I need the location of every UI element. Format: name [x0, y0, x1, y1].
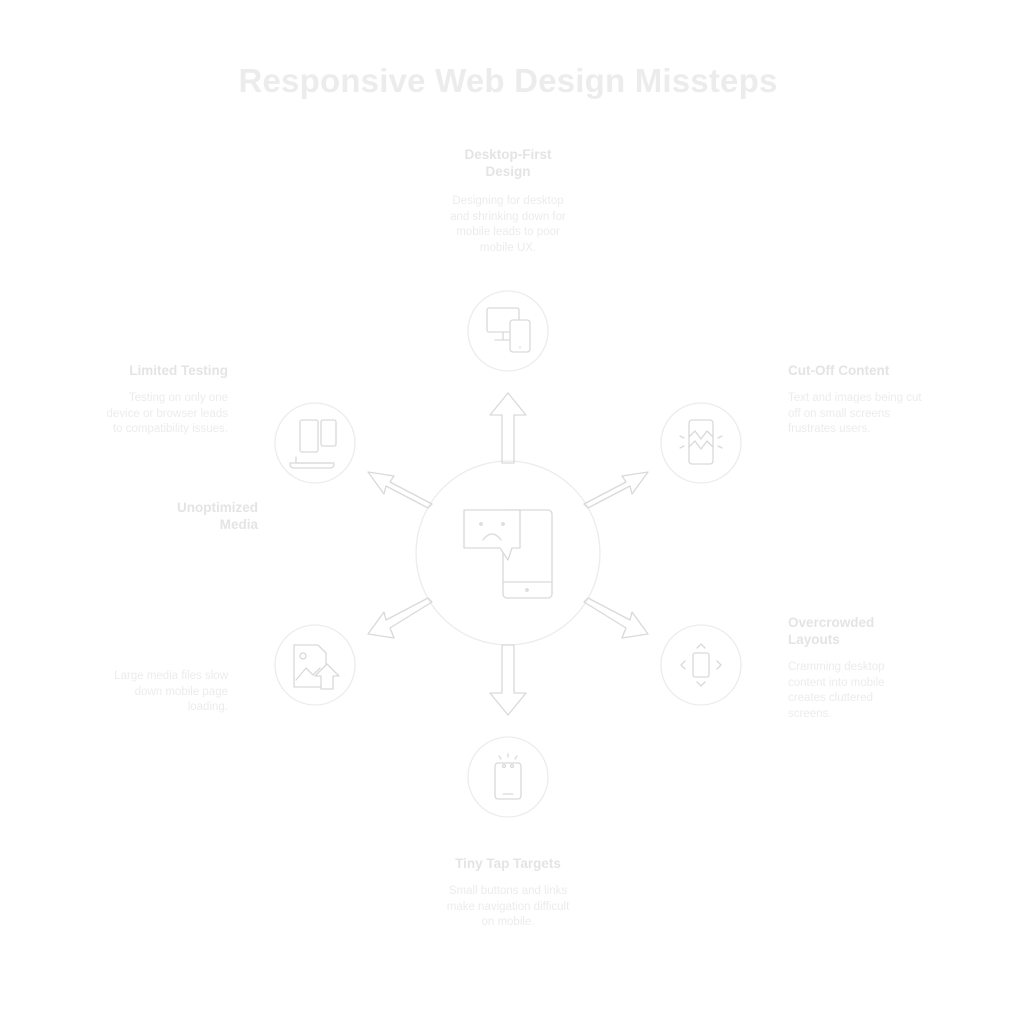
node-desktop-first: Desktop-First Design Designing for deskt…	[438, 146, 578, 256]
arrow-upper-right	[583, 471, 649, 509]
node-description: Large media files slow down mobile page …	[114, 670, 228, 713]
node-circle-unoptimized-media	[274, 624, 356, 706]
node-cut-off-content: Cut-Off Content Text and images being cu…	[788, 362, 928, 438]
node-heading: Overcrowded Layouts	[788, 615, 875, 647]
broken-phone-icon	[679, 419, 723, 465]
node-limited-testing: Limited Testing Testing on only one devi…	[96, 362, 228, 438]
arrow-up	[489, 392, 527, 464]
arrow-upper-left	[367, 471, 433, 509]
page-title: Responsive Web Design Missteps	[238, 62, 778, 99]
desktop-and-phone-icon	[486, 307, 531, 353]
node-heading: Desktop-First Design	[464, 147, 552, 179]
node-description: Designing for desktop and shrinking down…	[450, 195, 566, 254]
phone-resize-arrows-icon	[680, 643, 722, 687]
node-description: Testing on only one device or browser le…	[106, 392, 228, 435]
node-heading: Unoptimized Media	[177, 500, 258, 532]
image-upload-icon	[293, 644, 340, 690]
node-unoptimized-media: Large media files slow down mobile page …	[96, 669, 228, 716]
node-heading: Limited Testing	[129, 363, 228, 378]
node-circle-overcrowded-layouts	[660, 624, 742, 706]
node-description: Small buttons and links make navigation …	[446, 885, 570, 928]
node-unoptimized-media-heading-block: Unoptimized Media	[150, 499, 258, 533]
node-heading: Tiny Tap Targets	[455, 856, 561, 871]
node-description: Cramming desktop content into mobile cre…	[788, 661, 885, 720]
node-circle-cut-off-content	[660, 402, 742, 484]
node-heading: Cut-Off Content	[788, 363, 890, 378]
sad-chat-smartphone-icon	[463, 509, 553, 599]
arrow-down	[489, 644, 527, 716]
node-tiny-tap-targets: Tiny Tap Targets Small buttons and links…	[428, 855, 588, 931]
node-circle-tiny-tap-targets	[467, 736, 549, 818]
node-circle-limited-testing	[274, 402, 356, 484]
tap-phone-icon	[494, 753, 522, 800]
multi-device-icon	[289, 419, 337, 469]
node-overcrowded-layouts: Overcrowded Layouts Cramming desktop con…	[788, 614, 908, 722]
arrow-lower-left	[367, 597, 433, 639]
arrow-lower-right	[583, 597, 649, 639]
node-description: Text and images being cut off on small s…	[788, 392, 922, 435]
node-circle-desktop-first	[467, 290, 549, 372]
